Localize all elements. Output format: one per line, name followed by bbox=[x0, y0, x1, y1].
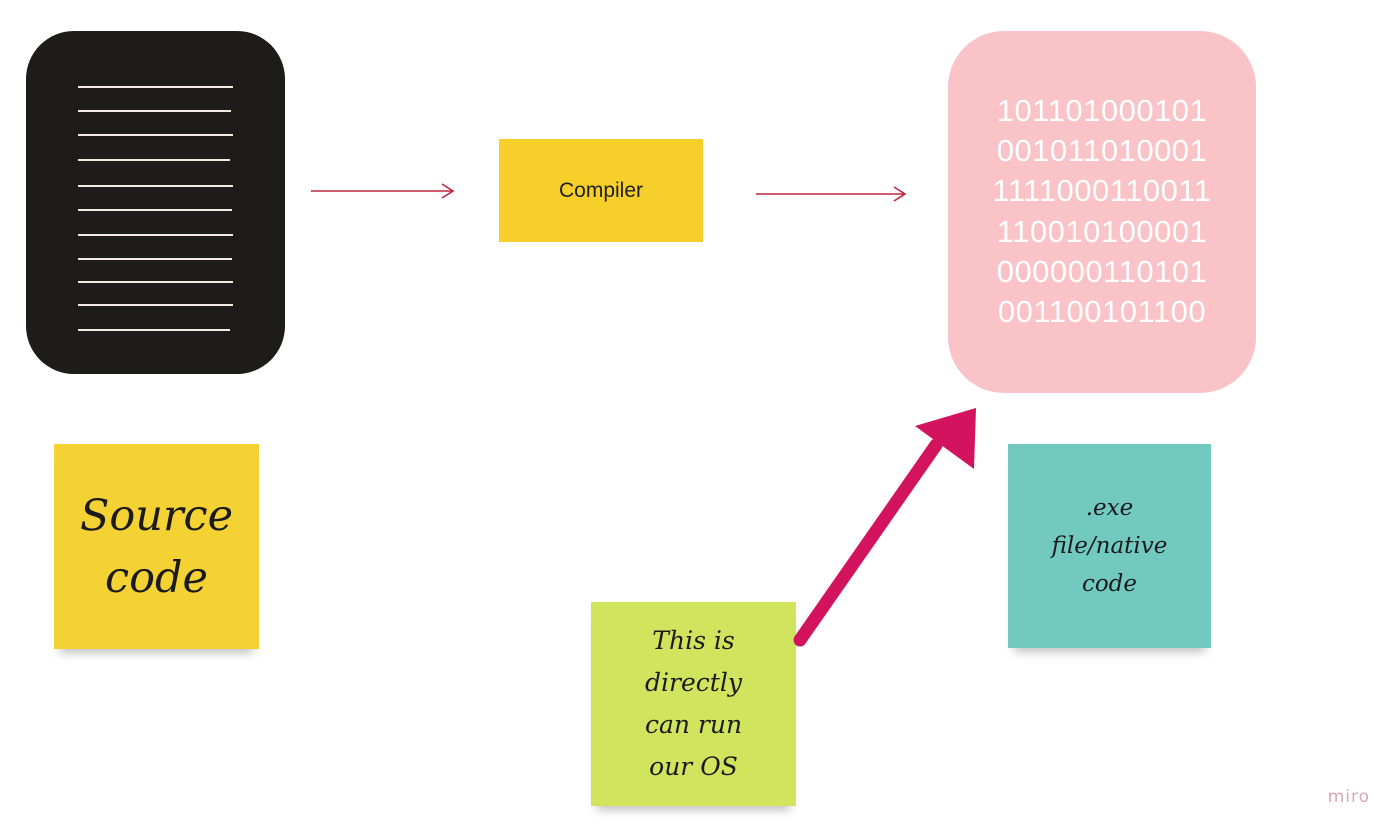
text-line bbox=[78, 185, 233, 187]
binary-line: 001100101100 bbox=[997, 293, 1207, 329]
arrow-compiler-to-binary[interactable] bbox=[756, 186, 907, 202]
binary-line: 101101000101 bbox=[996, 93, 1208, 128]
sticky-note-source-code[interactable]: Source code bbox=[54, 444, 259, 649]
text-line bbox=[78, 134, 233, 136]
compiler-label: Compiler bbox=[558, 178, 644, 202]
sticky-note-native-code[interactable]: .exe file/native code bbox=[1008, 444, 1211, 648]
note-line: file/native bbox=[1051, 533, 1168, 559]
note-line: code bbox=[105, 552, 208, 603]
binary-line: 001011010001 bbox=[996, 133, 1208, 169]
arrow-note-to-binary[interactable] bbox=[793, 408, 976, 647]
note-line: Source bbox=[79, 490, 234, 541]
compiler-box[interactable]: Compiler bbox=[499, 139, 703, 242]
binary-output-card[interactable]: 101101000101 001011010001 1111000110011 … bbox=[948, 31, 1256, 393]
sticky-note-runs-on-os[interactable]: This is directly can run our OS bbox=[591, 602, 796, 806]
text-line bbox=[78, 304, 233, 306]
text-line bbox=[78, 159, 230, 161]
text-line bbox=[78, 281, 233, 283]
binary-line: 110010100001 bbox=[996, 213, 1208, 249]
text-line bbox=[78, 86, 233, 88]
source-code-document-shape[interactable] bbox=[26, 31, 285, 374]
text-line bbox=[78, 258, 232, 260]
note-line: .exe bbox=[1085, 495, 1134, 521]
miro-watermark: miro bbox=[1327, 787, 1370, 807]
text-line bbox=[78, 234, 233, 236]
note-line: our OS bbox=[649, 752, 738, 781]
binary-line: 1111000110011 bbox=[992, 173, 1212, 209]
binary-digits: 101101000101 001011010001 1111000110011 … bbox=[948, 91, 1256, 332]
text-line bbox=[78, 209, 232, 211]
text-line bbox=[78, 329, 230, 331]
text-line bbox=[78, 110, 231, 112]
note-line: directly bbox=[645, 668, 742, 697]
arrow-source-to-compiler[interactable] bbox=[311, 183, 455, 199]
note-line: code bbox=[1081, 571, 1138, 597]
note-line: can run bbox=[644, 710, 743, 739]
binary-line: 000000110101 bbox=[996, 253, 1208, 289]
note-line: This is bbox=[652, 626, 735, 655]
